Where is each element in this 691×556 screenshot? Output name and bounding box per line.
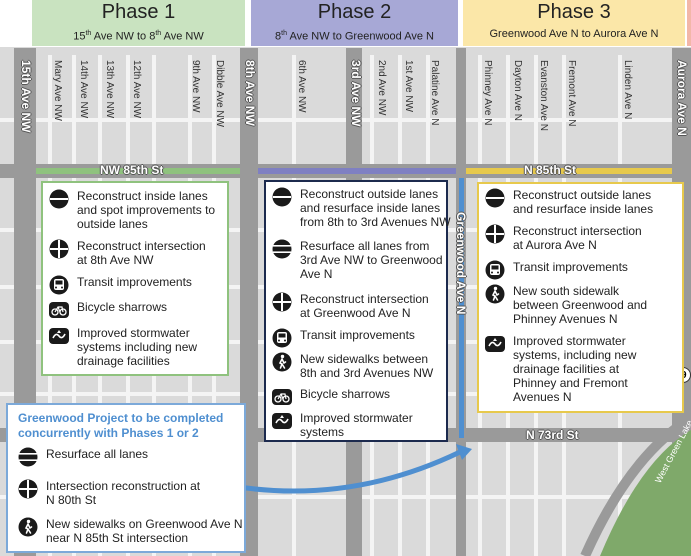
street-label-15th-ave-nw: 15th Ave NW: [19, 60, 33, 133]
phase-1-header: Phase 1 15th Ave NW to 8th Ave NW: [32, 0, 245, 46]
intersection-icon: [18, 479, 38, 499]
phase-1-range: 15th Ave NW to 8th Ave NW: [73, 30, 204, 43]
transit-icon: [485, 260, 505, 280]
street-label-dibble-ave-nw: Dibble Ave NW: [214, 60, 225, 128]
bicycle-icon: [272, 387, 292, 407]
phase-1-item-text: Transit improvements: [77, 275, 192, 289]
resurface-icon: [18, 447, 38, 467]
transit-icon: [272, 328, 292, 348]
phase-2-item-text: Transit improvements: [300, 328, 415, 342]
pedestrian-icon: [18, 517, 38, 537]
street-label-2nd-ave-nw: 2nd Ave NW: [376, 60, 387, 116]
greenwood-project-item-text: Resurface all lanes: [46, 447, 149, 461]
street-label-palatine-ave-n: Palatine Ave N: [429, 60, 440, 126]
street-label-mary-ave-nw: Mary Ave NW: [52, 60, 63, 121]
street-label-n-85th: N 85th St: [524, 163, 577, 177]
next-phase-edge: [687, 0, 691, 46]
street-label-13th-ave-nw: 13th Ave NW: [104, 60, 115, 119]
phase-2-header: Phase 2 8th Ave NW to Greenwood Ave N: [251, 0, 458, 46]
phase-3-range: Greenwood Ave N to Aurora Ave N: [489, 28, 659, 40]
street-label-aurora-ave-n: Aurora Ave N: [675, 60, 689, 136]
intersection-icon: [485, 224, 505, 244]
stormwater-icon: [49, 326, 69, 346]
reconstruct-lanes-icon: [49, 189, 69, 209]
intersection-icon: [49, 239, 69, 259]
phase-3-title: Phase 3: [537, 1, 611, 23]
pedestrian-icon: [485, 284, 505, 304]
stormwater-icon: [485, 334, 505, 354]
bicycle-icon: [49, 300, 69, 320]
street-label-greenwood: Greenwood Ave N: [454, 212, 468, 315]
street-label-linden-ave-n: Linden Ave N: [622, 60, 633, 120]
street-label-phinney-ave-n: Phinney Ave N: [482, 60, 493, 126]
street-label-fremont-ave-n: Fremont Ave N: [566, 60, 577, 127]
phase-3-item-text: Transit improvements: [513, 260, 628, 274]
street-label-3rd-ave-nw: 3rd Ave NW: [349, 60, 363, 127]
street-label-1st-ave-nw: 1st Ave NW: [403, 60, 414, 113]
resurface-icon: [272, 239, 292, 259]
street-label-nw-85th: NW 85th St: [100, 163, 164, 177]
stormwater-icon: [272, 411, 292, 431]
phase-2-title: Phase 2: [317, 1, 392, 23]
reconstruct-lanes-icon: [272, 187, 292, 207]
intersection-icon: [272, 292, 292, 312]
street-label-evanston-ave-n: Evanston Ave N: [538, 60, 549, 131]
transit-icon: [49, 275, 69, 295]
street-label-8th-ave-nw: 8th Ave NW: [243, 60, 257, 126]
street-label-n-73rd: N 73rd St: [526, 428, 579, 442]
phase-1-title: Phase 1: [101, 1, 176, 23]
pedestrian-icon: [272, 352, 292, 372]
street-label-12th-ave-nw: 12th Ave NW: [131, 60, 142, 119]
phase-3-header: Phase 3 Greenwood Ave N to Aurora Ave N: [463, 0, 685, 46]
street-label-dayton-ave-n: Dayton Ave N: [512, 60, 523, 121]
phase-1-item-text: Bicycle sharrows: [77, 300, 168, 314]
phase-2-item-text: Bicycle sharrows: [300, 387, 391, 401]
street-label-6th-ave-nw: 6th Ave NW: [296, 60, 307, 113]
phase-2-range: 8th Ave NW to Greenwood Ave N: [275, 30, 434, 43]
street-label-14th-ave-nw: 14th Ave NW: [78, 60, 89, 119]
street-label-9th-ave-nw: 9th Ave NW: [190, 60, 201, 113]
reconstruct-lanes-icon: [485, 188, 505, 208]
